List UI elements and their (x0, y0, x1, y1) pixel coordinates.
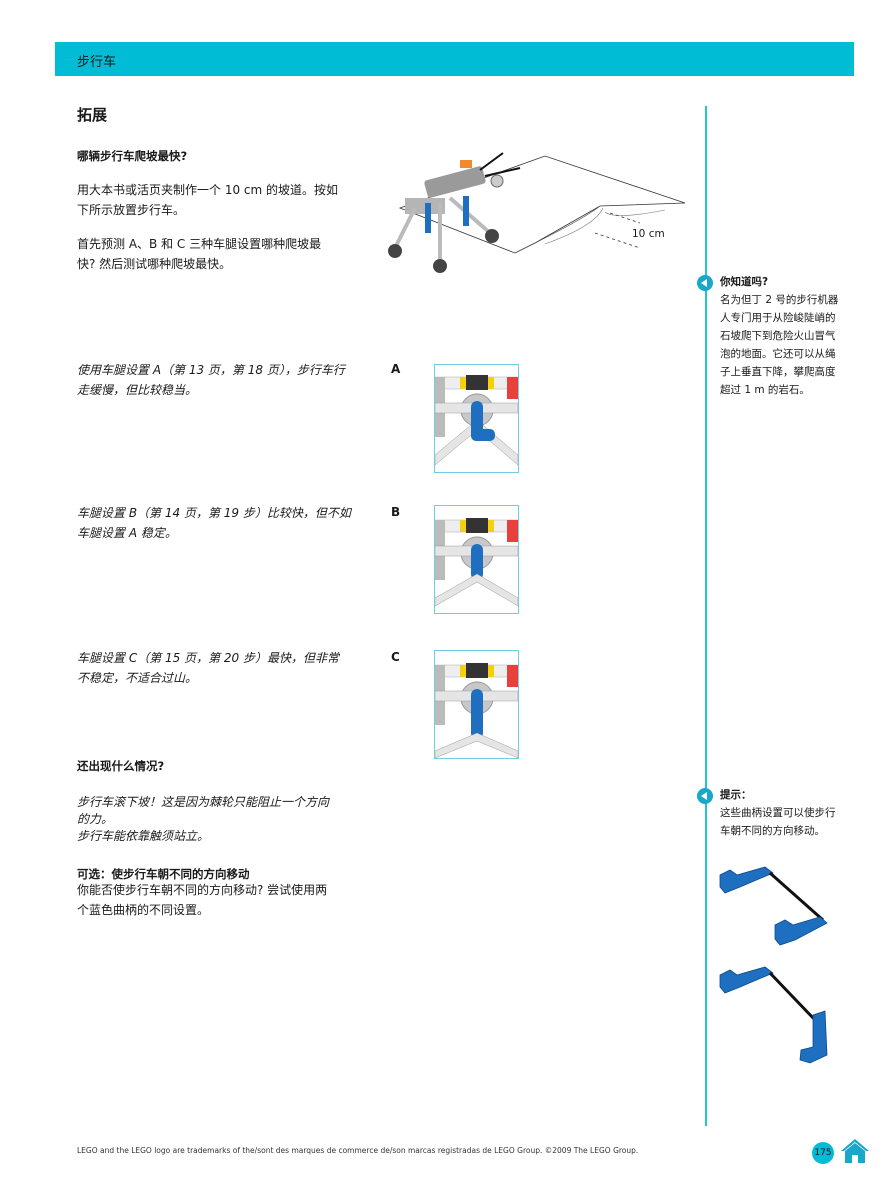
what-else-heading: 还出现什么情况? (77, 759, 165, 773)
text-line: 使用车腿设置 A（第 13 页，第 18 页），步行车行 (77, 363, 345, 377)
crank-settings-illustration (715, 865, 835, 1065)
setting-c-text: 车腿设置 C（第 15 页，第 20 步）最快，但非常 不稳定，不适合过山。 (77, 648, 339, 688)
home-icon[interactable] (840, 1138, 870, 1168)
did-you-know-title: 你知道吗? (720, 276, 769, 288)
climb-para-2: 首先预测 A、B 和 C 三种车腿设置哪种爬坡最 快? 然后测试哪种爬坡最快。 (77, 234, 321, 274)
text-line: 车腿设置 B（第 14 页，第 19 步）比较快，但不如 (77, 506, 351, 520)
setting-b-text: 车腿设置 B（第 14 页，第 19 步）比较快，但不如 车腿设置 A 稳定。 (77, 503, 351, 543)
text-line: 步行车滚下坡！这是因为棘轮只能阻止一个方向 (77, 795, 330, 809)
text-line: 石坡爬下到危险火山冒气 (720, 330, 836, 342)
text-line: 名为但丁 2 号的步行机器 (720, 294, 839, 306)
leg-setting-a-image (434, 364, 519, 473)
crank-config-2 (719, 966, 828, 1064)
text-line: 步行车能依靠触须站立。 (77, 829, 210, 843)
did-you-know-icon (697, 275, 713, 291)
did-you-know-note: 你知道吗? 名为但丁 2 号的步行机器 人专门用于从险峻陡峭的 石坡爬下到危险火… (720, 273, 854, 399)
text-line: 泡的地面。它还可以从绳 (720, 348, 836, 360)
tip-title: 提示： (720, 789, 752, 801)
header-bar: 步行车 (55, 42, 854, 76)
text-line: 下所示放置步行车。 (77, 203, 186, 217)
leg-setting-c-image (434, 650, 519, 759)
crank-config-1 (719, 866, 828, 946)
text-line: 子上垂直下降，攀爬高度 (720, 366, 836, 378)
setting-a-letter: A (391, 362, 401, 376)
text-line: 的力。 (77, 812, 114, 826)
tip-icon (697, 788, 713, 804)
text-line: 你能否使步行车朝不同的方向移动? 尝试使用两 (77, 883, 328, 897)
climb-para-1: 用大本书或活页夹制作一个 10 cm 的坡道。按如 下所示放置步行车。 (77, 180, 338, 220)
text-line: 用大本书或活页夹制作一个 10 cm 的坡道。按如 (77, 183, 339, 197)
footer-legal: LEGO and the LEGO logo are trademarks of… (77, 1146, 639, 1155)
text-line: 人专门用于从险峻陡峭的 (720, 312, 836, 324)
text-line: 超过 1 m 的岩石。 (720, 384, 810, 396)
page-number: 175 (812, 1142, 834, 1164)
header-title: 步行车 (77, 55, 117, 70)
optional-text: 你能否使步行车朝不同的方向移动? 尝试使用两 个蓝色曲柄的不同设置。 (77, 880, 327, 920)
setting-b-letter: B (391, 505, 401, 519)
optional-heading: 可选：使步行车朝不同的方向移动 (77, 867, 250, 881)
text-line: 走缓慢，但比较稳当。 (77, 383, 198, 397)
section-title: 拓展 (77, 106, 108, 124)
ramp-illustration: 10 cm (385, 148, 690, 278)
text-line: 不稳定，不适合过山。 (77, 671, 198, 685)
text-line: 车腿设置 C（第 15 页，第 20 步）最快，但非常 (77, 651, 339, 665)
text-line: 车腿设置 A 稳定。 (77, 526, 177, 540)
what-else-text: 步行车滚下坡！这是因为棘轮只能阻止一个方向 的力。 步行车能依靠触须站立。 (77, 792, 329, 846)
setting-c-letter: C (391, 650, 400, 664)
sidebar-rule (705, 106, 707, 1126)
text-line: 快? 然后测试哪种爬坡最快。 (77, 257, 232, 271)
setting-a-text: 使用车腿设置 A（第 13 页，第 18 页），步行车行 走缓慢，但比较稳当。 (77, 360, 345, 400)
climb-heading: 哪辆步行车爬坡最快? (77, 149, 188, 163)
leg-setting-b-image (434, 505, 519, 614)
text-line: 首先预测 A、B 和 C 三种车腿设置哪种爬坡最 (77, 237, 322, 251)
text-line: 车朝不同的方向移动。 (720, 825, 825, 837)
ramp-height-label: 10 cm (632, 228, 665, 240)
tip-note: 提示： 这些曲柄设置可以使步行 车朝不同的方向移动。 (720, 786, 854, 840)
text-line: 个蓝色曲柄的不同设置。 (77, 903, 210, 917)
text-line: 这些曲柄设置可以使步行 (720, 807, 836, 819)
